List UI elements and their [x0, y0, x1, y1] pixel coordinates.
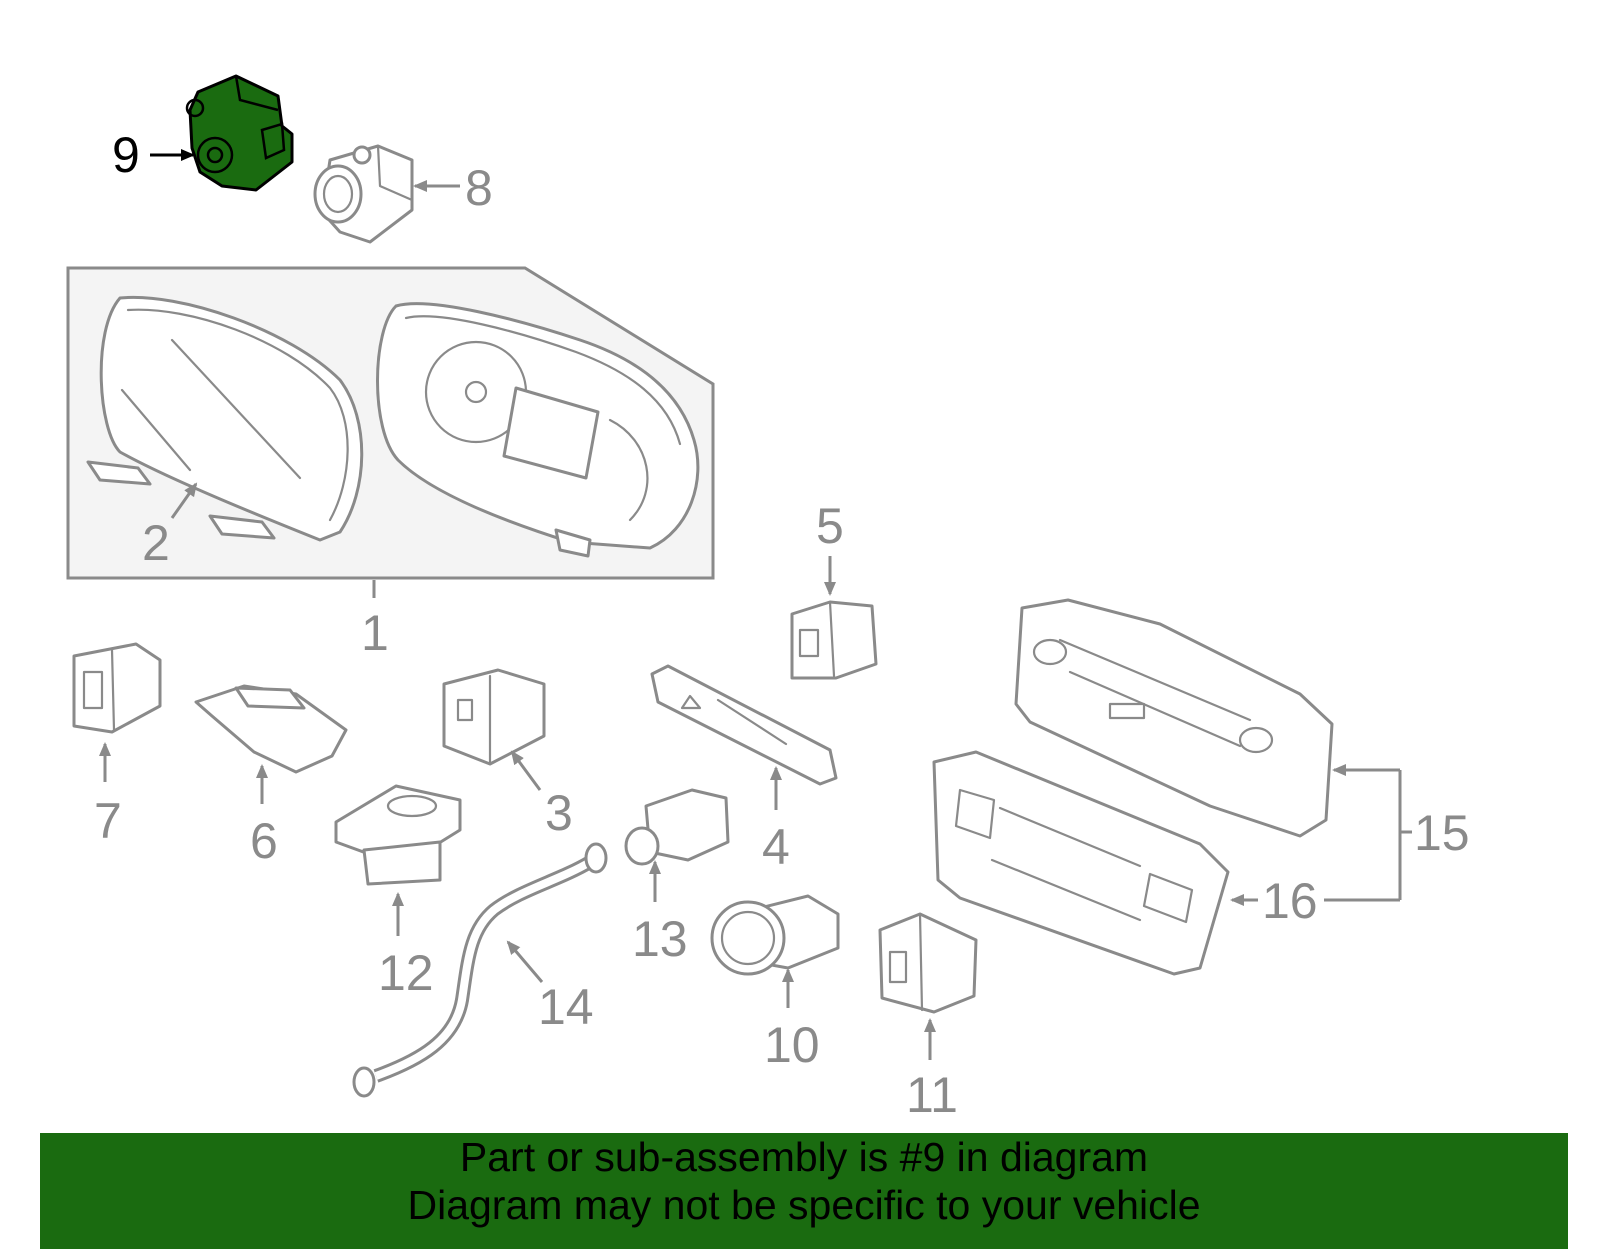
callout-12[interactable]: 12	[378, 945, 434, 1001]
callout-6[interactable]: 6	[250, 813, 278, 869]
callout-4[interactable]: 4	[762, 819, 790, 875]
callout-13[interactable]: 13	[632, 911, 688, 967]
part-1-instrument-cluster[interactable]	[376, 302, 700, 558]
part-15-climate-control-unit[interactable]	[1014, 598, 1334, 838]
leader-3	[510, 750, 542, 791]
part-5-switch[interactable]	[790, 600, 878, 680]
part-9-highlighted[interactable]	[185, 74, 294, 192]
callout-5[interactable]: 5	[816, 498, 844, 554]
banner-line-1: Part or sub-assembly is #9 in diagram	[459, 1134, 1149, 1180]
leader-2	[170, 482, 198, 519]
callout-2[interactable]: 2	[142, 515, 170, 571]
part-6-switch-bracket[interactable]	[194, 684, 348, 774]
part-7-switch[interactable]	[72, 642, 162, 734]
part-12-switch[interactable]	[334, 784, 462, 886]
banner-line-2: Diagram may not be specific to your vehi…	[407, 1182, 1201, 1228]
part-10-start-button[interactable]	[710, 894, 840, 976]
part-8-switch[interactable]	[313, 144, 414, 244]
callout-1[interactable]: 1	[361, 605, 389, 661]
callout-3[interactable]: 3	[545, 785, 573, 841]
callout-8[interactable]: 8	[465, 160, 493, 216]
callout-16[interactable]: 16	[1262, 873, 1318, 929]
part-14-harness[interactable]	[352, 842, 608, 1098]
callout-7[interactable]: 7	[94, 793, 122, 849]
leader-14	[506, 940, 544, 983]
info-banner: Part or sub-assembly is #9 in diagram Di…	[40, 1133, 1568, 1249]
callout-15[interactable]: 15	[1414, 805, 1470, 861]
callout-14[interactable]: 14	[538, 979, 594, 1035]
part-3-switch[interactable]	[442, 668, 546, 766]
part-2-meter-lens[interactable]	[86, 295, 364, 542]
callout-11[interactable]: 11	[906, 1067, 958, 1123]
callout-9[interactable]: 9	[112, 127, 140, 183]
part-4-hazard-switch-panel[interactable]	[650, 664, 838, 786]
part-11-switch[interactable]	[878, 912, 978, 1014]
callout-10[interactable]: 10	[764, 1017, 820, 1073]
part-16-climate-panel[interactable]	[932, 750, 1230, 976]
part-13-sensor[interactable]	[624, 788, 730, 866]
